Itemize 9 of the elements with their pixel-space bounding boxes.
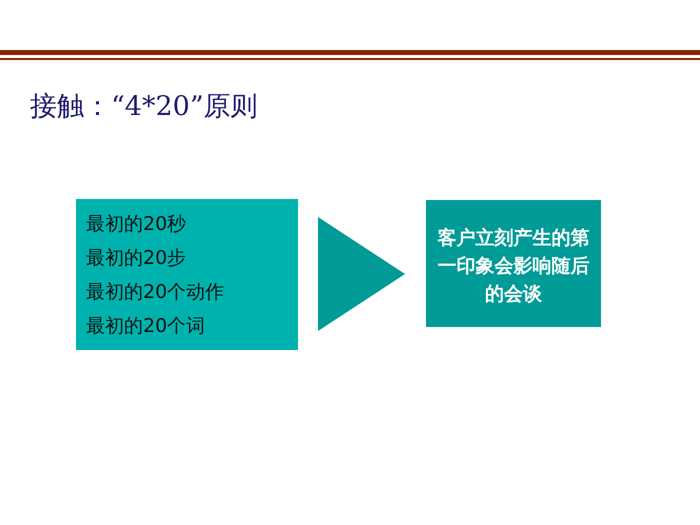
box-text: 最初的20步 [86, 246, 188, 271]
text-box [426, 200, 601, 327]
chevron-arrow [318, 217, 406, 331]
box-text: 客户立刻产生的第一印象会影响随后的会谈 [436, 226, 590, 307]
text-box [76, 199, 298, 350]
title: 接触：“4*20”原则 [30, 90, 258, 124]
box-text: 最初的20个词 [86, 314, 206, 339]
box-text: 最初的20秒 [86, 212, 188, 237]
box-text: 最初的20个动作 [86, 280, 226, 305]
